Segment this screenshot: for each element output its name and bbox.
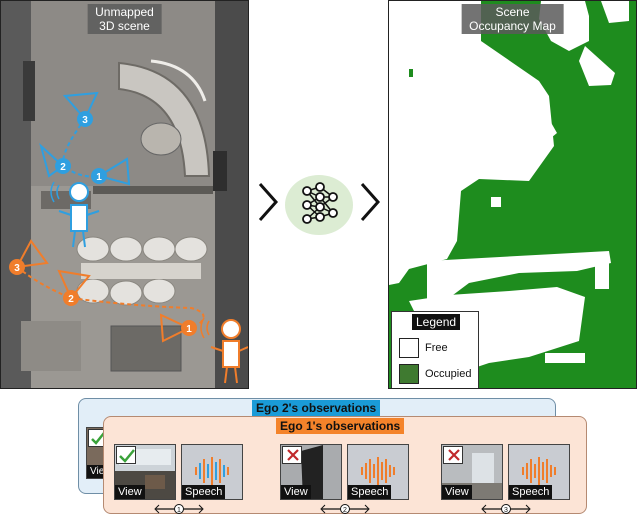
ego1-step1-speech-label: Speech	[182, 485, 226, 499]
waveform-icon	[195, 457, 229, 485]
neural-network-icon	[285, 175, 353, 235]
ego1-marker-1: 1	[181, 320, 197, 336]
svg-text:1: 1	[186, 324, 192, 335]
check-icon	[88, 429, 106, 447]
scene-title: Unmapped 3D scene	[87, 4, 162, 34]
ego1-step3-view: View	[441, 444, 503, 500]
cross-icon	[443, 446, 463, 464]
scene-title-line1: Unmapped	[95, 5, 154, 19]
ego1-step1-speech: Speech	[181, 444, 243, 500]
ego1-step3-speech-label: Speech	[509, 485, 553, 499]
ego2-view-thumbnail: View	[86, 427, 108, 479]
legend-title: Legend	[412, 314, 461, 330]
svg-text:2: 2	[343, 507, 347, 514]
ego1-step2-view-label: View	[281, 485, 311, 499]
svg-text:1: 1	[96, 172, 102, 183]
ego1-step3-speech: Speech	[508, 444, 570, 500]
map-title-line2: Occupancy Map	[469, 19, 556, 33]
waveform-icon	[361, 457, 395, 485]
ego2-marker-2: 2	[55, 158, 71, 174]
step3-arrow-icon: 3	[481, 504, 531, 514]
ego1-step2-speech: Speech	[347, 444, 409, 500]
map-title-line1: Scene	[495, 5, 530, 19]
svg-text:3: 3	[14, 263, 20, 274]
scene-render: 3 2 1 3 2 1	[1, 1, 248, 388]
ego1-step2-view: View	[280, 444, 342, 500]
map-title: Scene Occupancy Map	[461, 4, 564, 34]
waveform-icon	[522, 457, 556, 485]
ego1-trajectory	[15, 239, 248, 384]
cross-icon	[282, 446, 302, 464]
ego1-step3-view-label: View	[442, 485, 472, 499]
legend-free-swatch	[399, 338, 419, 358]
legend: Legend Free Occupied	[391, 311, 479, 388]
chevron-right-icon	[360, 183, 381, 221]
check-icon	[116, 446, 136, 464]
scene-title-line2: 3D scene	[99, 19, 150, 33]
legend-occupied-swatch	[399, 364, 419, 384]
legend-free-label: Free	[425, 342, 448, 354]
svg-text:3: 3	[504, 507, 508, 514]
svg-text:2: 2	[60, 162, 66, 173]
step2-arrow-icon: 2	[320, 504, 370, 514]
ego2-observations-title: Ego 2's observations	[252, 400, 381, 416]
legend-occupied-label: Occupied	[425, 368, 472, 380]
ego2-trajectory	[39, 91, 131, 248]
ego2-marker-1: 1	[91, 168, 107, 184]
ego1-step1-view: View	[114, 444, 176, 500]
svg-text:2: 2	[68, 294, 74, 305]
ego2-marker-3: 3	[77, 111, 93, 127]
unmapped-scene-panel: 3 2 1 3 2 1 Unmapped 3D	[0, 0, 249, 389]
ego1-marker-3: 3	[9, 259, 25, 275]
ego1-observations-title: Ego 1's observations	[276, 418, 405, 434]
ego1-marker-2: 2	[63, 290, 79, 306]
svg-text:3: 3	[82, 115, 88, 126]
ego1-observations-card: Ego 1's observations View Speech 1	[103, 416, 587, 514]
ego1-step1-view-label: View	[115, 485, 145, 499]
ego1-step2-speech-label: Speech	[348, 485, 392, 499]
chevron-right-icon	[258, 183, 279, 221]
svg-text:1: 1	[177, 507, 181, 514]
occupancy-map-panel: Scene Occupancy Map Legend Free Occupied	[388, 0, 637, 389]
ego2-view-label: View	[87, 465, 107, 478]
step1-arrow-icon: 1	[154, 504, 204, 514]
